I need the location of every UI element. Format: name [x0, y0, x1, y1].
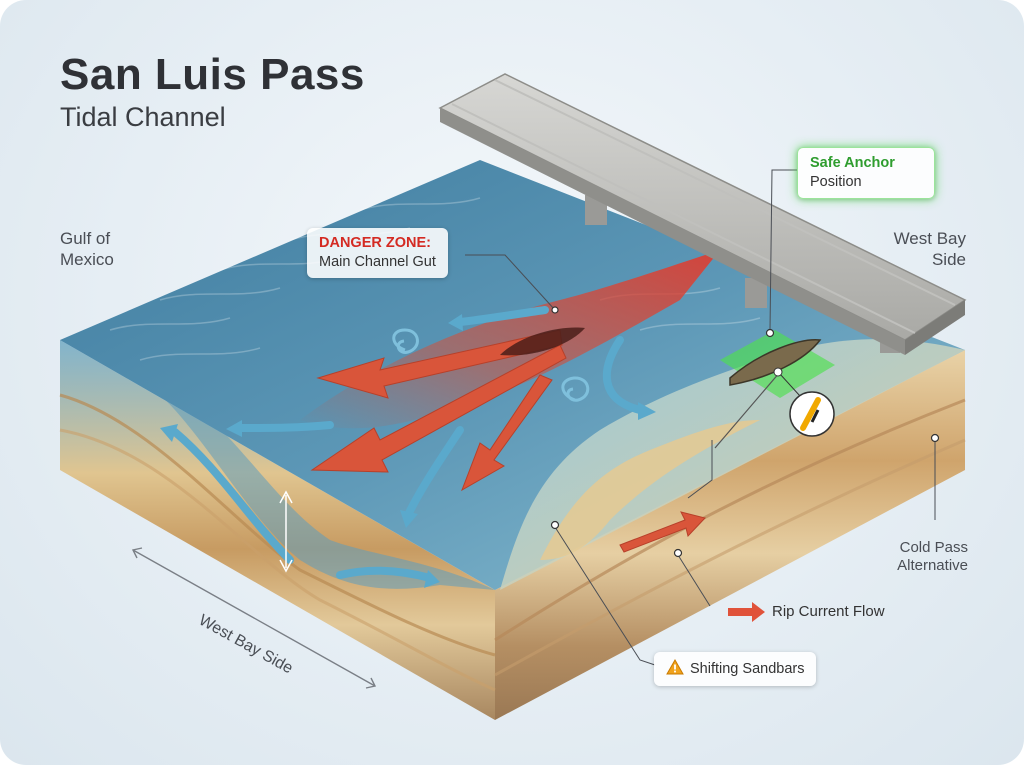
flow-arrow [603, 336, 644, 414]
danger-zone-text: Main Channel Gut [319, 254, 436, 270]
leader-lines [465, 169, 936, 666]
rip-arrow [310, 344, 567, 473]
safe-anchor-title: Safe Anchor [810, 155, 895, 171]
bridge-icon [438, 73, 967, 355]
zoom-dot [773, 367, 783, 377]
tidal-flow-arrows [171, 306, 644, 582]
strata-line [59, 393, 496, 657]
rip-arrow [461, 374, 553, 492]
anchor-icon [789, 391, 835, 437]
label-west-bay-top: West Bay Side [880, 228, 966, 270]
anchor-line [714, 371, 781, 449]
danger-zone-callout: DANGER ZONE: Main Channel Gut [307, 228, 448, 278]
sandbar-shoal [540, 420, 760, 560]
edge-dimension-arrow [131, 547, 377, 689]
kayak-icon [500, 327, 585, 356]
kayak-icon [729, 339, 822, 386]
strata-line [494, 438, 966, 677]
shifting-sandbars-text: Shifting Sandbars [690, 661, 805, 677]
leader-dots [550, 306, 940, 558]
safe-anchor-callout: Safe Anchor Position [797, 147, 935, 199]
rip-legend-arrow-icon [728, 602, 765, 622]
rip-current-legend-text: Rip Current Flow [772, 603, 885, 620]
rip-current-arrows [310, 329, 706, 553]
rip-arrow [619, 511, 706, 553]
safe-anchor-text: Position [810, 174, 862, 190]
flow-arrow [456, 306, 549, 326]
label-west-bay-top-text: West Bay Side [893, 229, 966, 269]
page-subtitle: Tidal Channel [60, 102, 226, 132]
eddy [392, 328, 419, 354]
rip-current-legend: Rip Current Flow [772, 603, 885, 620]
flow-arrow [336, 566, 434, 582]
flow-arrowheads [160, 314, 656, 588]
label-cold-pass-text: Cold Pass Alternative [897, 539, 968, 574]
zoom-leader [779, 373, 801, 397]
right-cross-section [495, 350, 965, 720]
sandbar-zone [500, 339, 965, 590]
flow-arrow [404, 426, 464, 519]
danger-zone-plume [300, 250, 720, 429]
label-gulf-text: Gulf of Mexico [60, 229, 114, 269]
strata-line [59, 428, 496, 692]
shifting-sandbars-legend: Shifting Sandbars [654, 652, 817, 686]
depth-arrow [279, 490, 293, 573]
danger-zone-title: DANGER ZONE: [319, 235, 431, 251]
label-gulf: Gulf of Mexico [60, 228, 140, 270]
flow-arrow [236, 421, 334, 432]
warning-icon [666, 659, 684, 675]
eddy-swirls [392, 328, 590, 402]
flow-arrow [171, 428, 294, 564]
label-cold-pass: Cold Pass Alternative [868, 539, 968, 575]
eddy [561, 376, 590, 402]
page-title: San Luis Pass [60, 50, 365, 99]
